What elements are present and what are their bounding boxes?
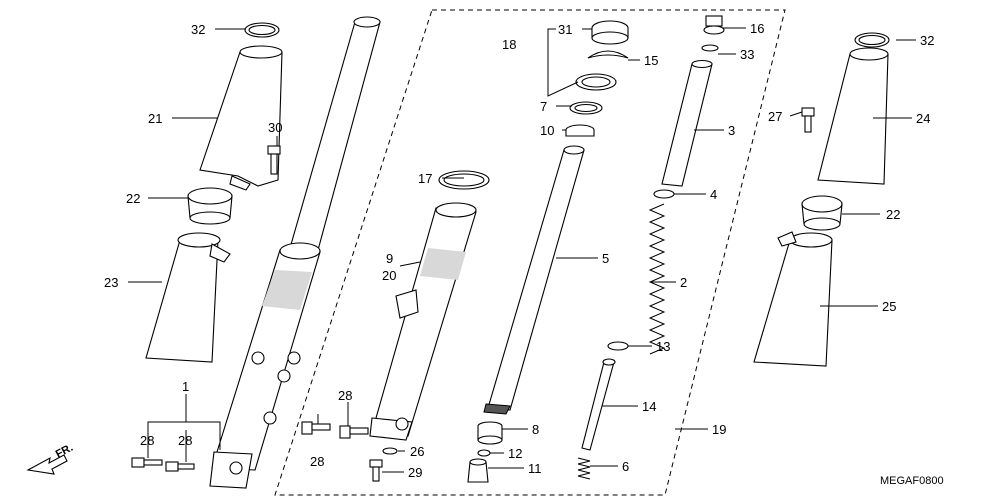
callout-32-right: 32: [920, 33, 934, 48]
callout-24: 24: [916, 111, 930, 126]
part-22-left-ring: [187, 187, 233, 225]
part-33-o-ring: [701, 44, 719, 52]
part-18-oil-seal: [575, 73, 617, 91]
part-21-upper-cover: [199, 45, 283, 191]
part-15-clip: [587, 50, 629, 59]
part-fork-tube-assembly: [209, 16, 381, 489]
callout-4: 4: [710, 187, 717, 202]
callout-32-left: 32: [191, 22, 205, 37]
part-30-bolt: [267, 145, 281, 175]
part-3-spacer: [661, 59, 713, 187]
part-5-fork-pipe: [483, 145, 585, 415]
part-23-lower-cover: [145, 232, 231, 363]
diagram-code: MEGAF0800: [880, 475, 944, 487]
callout-10: 10: [540, 123, 554, 138]
leader-lines: [128, 27, 916, 473]
callout-22-left: 22: [126, 191, 140, 206]
part-4-washer: [653, 189, 675, 199]
part-26-washer: [382, 447, 398, 455]
part-24-upper-cover: [817, 47, 889, 185]
callout-15: 15: [644, 53, 658, 68]
callout-1: 1: [182, 379, 189, 394]
callout-7: 7: [540, 99, 547, 114]
part-32-left-ring: [244, 22, 280, 38]
callout-33: 33: [740, 47, 754, 62]
callout-14: 14: [642, 399, 656, 414]
callout-31: 31: [558, 22, 572, 37]
front-direction-arrow: FR.: [26, 442, 75, 475]
part-6-rebound-spring: [577, 457, 591, 480]
part-10-bushing: [565, 124, 595, 137]
callout-18: 18: [502, 37, 516, 52]
callout-6: 6: [622, 459, 629, 474]
callout-13: 13: [656, 339, 670, 354]
part-16-cap-bolt: [703, 15, 725, 35]
callout-21: 21: [148, 111, 162, 126]
part-31-dust-seal: [591, 20, 629, 45]
callout-22-right: 22: [886, 207, 900, 222]
part-28-bolt-b: [165, 461, 195, 472]
callout-9: 9: [386, 251, 393, 266]
part-25-lower-cover: [753, 231, 833, 367]
part-29-bolt: [369, 459, 383, 482]
part-7-washer: [569, 101, 603, 115]
part-11-oil-lock: [467, 458, 489, 483]
callout-27: 27: [768, 109, 782, 124]
direction-label: FR.: [54, 442, 75, 461]
part-22-right-ring: [801, 195, 843, 231]
part-28-bolt-c: [301, 421, 331, 435]
callout-20: 20: [382, 268, 396, 283]
assembly-outline: [274, 9, 786, 496]
callout-25: 25: [882, 299, 896, 314]
callout-16: 16: [750, 21, 764, 36]
callout-2: 2: [680, 275, 687, 290]
callout-28-c: 28: [338, 388, 352, 403]
part-28-bolt-a: [131, 457, 163, 468]
callout-28-d: 28: [310, 454, 324, 469]
part-27-bolt: [801, 107, 815, 133]
callout-17: 17: [418, 171, 432, 186]
callout-11: 11: [528, 461, 542, 476]
part-8-bushing: [477, 421, 503, 445]
callout-29: 29: [408, 465, 422, 480]
part-13-ring: [607, 341, 629, 351]
part-12-ring: [477, 449, 491, 457]
callout-8: 8: [532, 422, 539, 437]
callout-26: 26: [410, 444, 424, 459]
callout-5: 5: [602, 251, 609, 266]
callout-12: 12: [508, 446, 522, 461]
part-28-bolt-d: [339, 425, 369, 439]
callout-28-b: 28: [178, 433, 192, 448]
part-17-ring: [438, 170, 490, 190]
part-2-spring: [648, 203, 666, 355]
part-14-damper-rod: [581, 358, 616, 451]
part-9-outer-tube: [369, 202, 477, 441]
callout-30: 30: [268, 120, 282, 135]
callout-28-a: 28: [140, 433, 154, 448]
callout-3: 3: [728, 123, 735, 138]
callout-23: 23: [104, 275, 118, 290]
part-32-right-ring: [854, 32, 890, 48]
callout-19: 19: [712, 422, 726, 437]
